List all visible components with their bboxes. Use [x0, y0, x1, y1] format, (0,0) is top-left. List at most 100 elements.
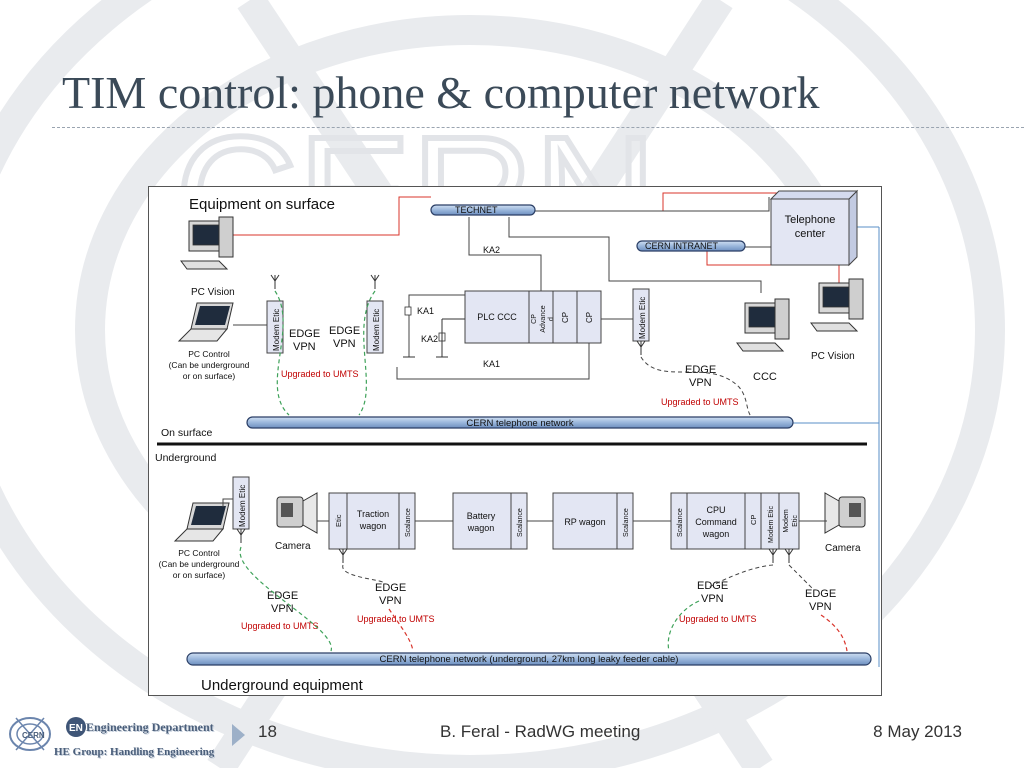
cp-cpu-label: CP [749, 515, 758, 525]
intranet-label: CERN INTRANET [645, 241, 719, 251]
cp-advanced-line3: d [548, 317, 555, 321]
vpn-underground-1: VPN [271, 603, 294, 615]
modem-etic-cpu-1-label: Modem Etic [768, 506, 775, 543]
pc-vision-right-icon [810, 278, 864, 332]
modem-etic-surface-2-label: Modem Etic [372, 309, 381, 351]
camera-right-icon [824, 492, 866, 534]
vpn-underground-4: VPN [809, 601, 832, 613]
radio-link-surface-3 [640, 356, 754, 420]
cp1-box [552, 290, 578, 344]
scalance-battery-label: Scalance [517, 508, 524, 537]
modem-etic-surface-2 [366, 300, 384, 354]
telephone-center-top [769, 190, 859, 200]
cp-advanced-box [528, 290, 554, 344]
pc-control-bottom-line1: PC Control [178, 548, 220, 558]
telephone-network-underground-label: CERN telephone network (underground, 27k… [380, 654, 679, 665]
edge-underground-1: EDGE [267, 590, 298, 602]
line-technet-telecenter [535, 197, 770, 212]
vpn-surface-2: VPN [333, 338, 356, 350]
camera-left-label: Camera [275, 541, 311, 552]
camera-right-label: Camera [825, 543, 861, 554]
telephone-center-line2: center [795, 228, 826, 240]
pc-vision-left-icon [180, 216, 234, 270]
technet-label: TECHNET [455, 205, 498, 215]
pc-control-top-line1: PC Control [188, 349, 230, 359]
network-diagram: Equipment on surface TECHNET CERN INTRAN… [148, 186, 882, 696]
line-technet-ccc [508, 217, 762, 293]
cp-advanced-line1: CP [531, 314, 538, 324]
ccc-label: CCC [753, 371, 777, 383]
link-laptop-modem-bottom [222, 498, 233, 507]
edge-surface-2: EDGE [329, 325, 360, 337]
group-name: HE Group: Handling Engineering [54, 746, 215, 758]
scalance-rp-label: Scalance [623, 508, 630, 537]
cern-logo-text: CERN [22, 731, 45, 740]
radio-link-underground-3 [708, 564, 774, 588]
pc-control-top-line3: or on surface) [183, 371, 236, 381]
upgraded-underground-1: Upgraded to UMTS [241, 621, 319, 631]
ka1-bottom-label: KA1 [483, 359, 500, 369]
traction-wagon-line1: Traction [357, 509, 389, 519]
vpn-underground-2: VPN [379, 595, 402, 607]
radio-link-underground-1 [239, 546, 332, 652]
telephone-network-surface-label: CERN telephone network [466, 418, 573, 429]
radio-link-underground-4b [820, 614, 848, 652]
radio-link-surface-2 [358, 290, 376, 416]
scalance-battery-box [510, 492, 528, 550]
radio-link-underground-3b [667, 600, 700, 652]
traction-wagon-box [346, 492, 400, 550]
pc-vision-left-label: PC Vision [191, 287, 235, 298]
radio-link-underground-2b [388, 608, 414, 652]
slide-number: 18 [258, 722, 277, 741]
modem-etic-underground-label: Modem Etic [238, 485, 247, 527]
slide-date: 8 May 2013 [873, 722, 962, 741]
rp-wagon-box [552, 492, 618, 550]
cp-advanced-line2: Advance [540, 305, 547, 332]
cp2-box [576, 290, 602, 344]
edge-underground-2: EDGE [375, 582, 406, 594]
pc-control-bottom-icon [174, 502, 230, 542]
upgraded-surface-1: Upgraded to UMTS [281, 369, 359, 379]
battery-wagon-line2: wagon [467, 523, 495, 533]
ka1-left-label: KA1 [417, 306, 434, 316]
battery-wagon-line1: Battery [467, 511, 496, 521]
telephone-network-underground-pipe [186, 652, 872, 666]
presenter-info: B. Feral - RadWG meeting [440, 722, 641, 741]
telephone-center-side [848, 189, 858, 267]
vpn-surface-1: VPN [293, 341, 316, 353]
traction-wagon-line2: wagon [359, 521, 387, 531]
modem-etic-surface-1-label: Modem Etic [272, 309, 281, 351]
ccc-pc-icon [736, 298, 790, 352]
cern-logo-icon [9, 717, 51, 751]
pc-vision-right-label: PC Vision [811, 351, 855, 362]
cpu-wagon-line3: wagon [702, 529, 730, 539]
on-surface-label: On surface [161, 427, 213, 439]
upgraded-surface-2: Upgraded to UMTS [661, 397, 739, 407]
title-divider [52, 127, 1024, 128]
red-link-tele-center [662, 192, 789, 201]
pc-control-bottom-line2: (Can be underground [159, 559, 240, 569]
upgraded-underground-3: Upgraded to UMTS [679, 614, 757, 624]
camera-left-icon [276, 492, 318, 534]
modem-etic-cpu-2-line2: Etic [792, 515, 799, 527]
battery-wagon-box [452, 492, 512, 550]
underground-section-title: Underground equipment [201, 677, 364, 694]
en-badge-text: EN [69, 723, 83, 734]
scalance-traction-label: Scalance [405, 508, 412, 537]
technet-pipe [430, 204, 536, 216]
pc-control-bottom-line3: or on surface) [173, 570, 226, 580]
pc-control-top-line2: (Can be underground [169, 360, 250, 370]
ka2-top-label: KA2 [483, 245, 500, 255]
radio-link-underground-2 [342, 564, 386, 584]
telephone-center-line1: Telephone [785, 214, 836, 226]
footer-logos: CERN EN [8, 712, 230, 764]
underground-label: Underground [155, 452, 216, 464]
footer-arrow-icon [232, 724, 245, 746]
cp1-label: CP [561, 312, 570, 323]
vpn-underground-3: VPN [701, 593, 724, 605]
plc-ccc-label: PLC CCC [477, 312, 517, 322]
edge-underground-4: EDGE [805, 588, 836, 600]
cp2-label: CP [585, 312, 594, 323]
en-badge-icon [66, 717, 86, 737]
radio-link-underground-4 [788, 564, 814, 590]
